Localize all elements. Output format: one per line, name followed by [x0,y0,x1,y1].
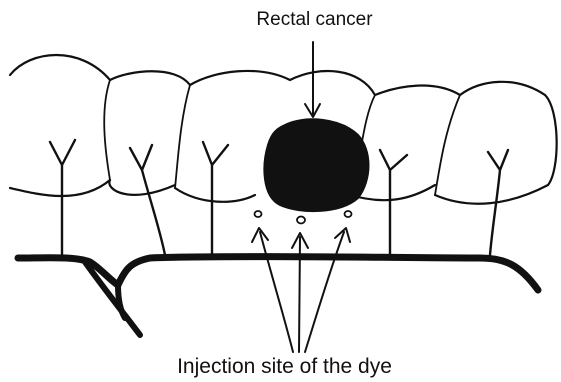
fold-bottom-2 [109,180,175,195]
vessel-1 [50,140,75,255]
muscle-branch [85,262,140,335]
fold-bottom-5 [435,185,548,204]
fold-bottom-1 [10,180,110,196]
vessel-2 [130,145,165,255]
fold-sep-1 [104,80,110,180]
dye-pointer-arrows [252,228,350,352]
fold-sep-2 [175,85,190,188]
dye-point-center [297,217,305,224]
fold-sep-4 [435,95,460,195]
arrow-center-shaft [299,237,300,352]
vessel-4 [380,150,407,255]
vessel-3 [203,142,228,255]
arrow-left-shaft [260,232,293,352]
mucosa-fold-outline [10,55,545,95]
dye-injection-points [255,211,352,224]
arrow-right-shaft [305,232,344,352]
cancer-pointer-arrow [305,42,320,117]
dye-point-left [255,211,262,217]
fold-bottom-3 [175,188,255,202]
dye-point-right [345,211,352,217]
fold-right-edge [545,95,557,185]
injection-site-label: Injection site of the dye [0,355,561,379]
muscle-spur [118,285,125,318]
rectal-cancer-label: Rectal cancer [0,9,561,31]
tumor-mass [264,119,368,211]
